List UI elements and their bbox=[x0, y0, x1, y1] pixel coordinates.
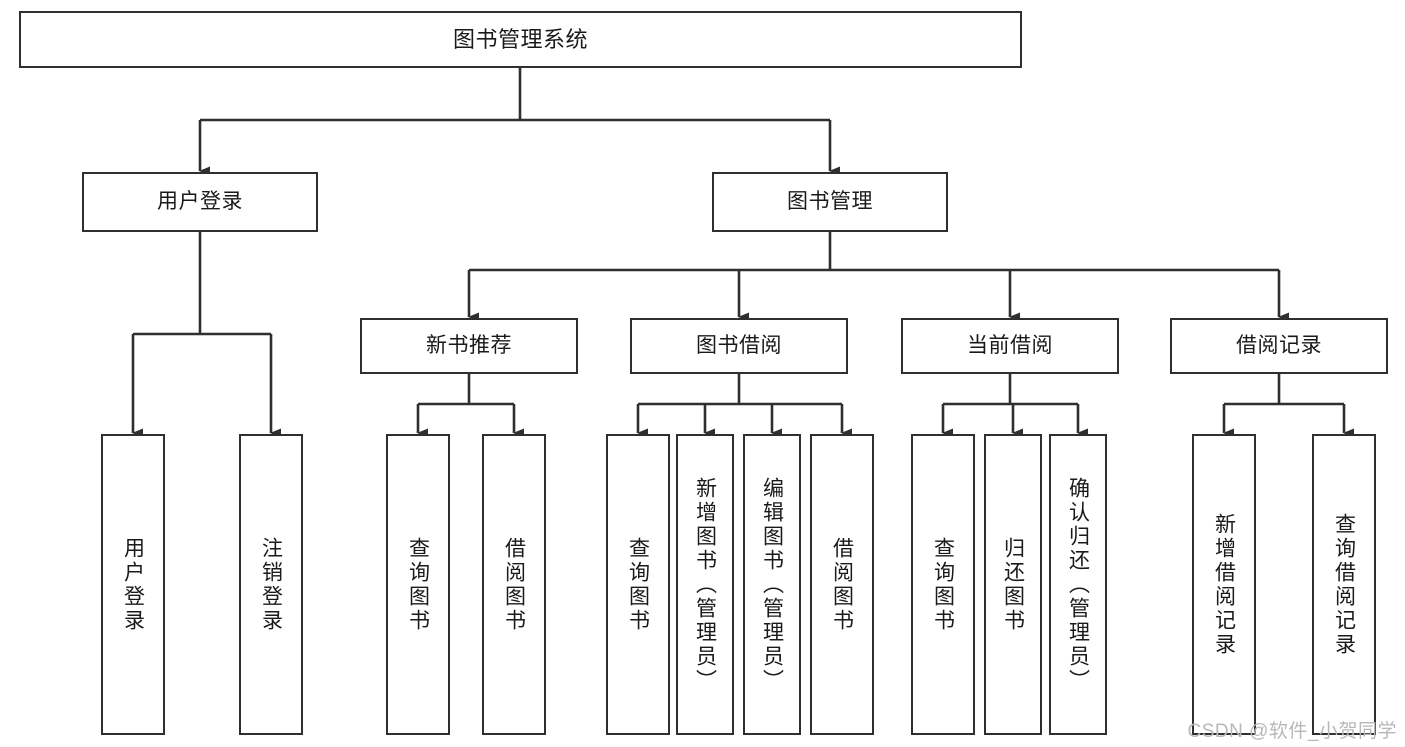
node-label-leaf-borrow-book-1: 借阅图书 bbox=[502, 536, 526, 633]
node-borrow-record: 借阅记录 bbox=[1170, 318, 1388, 374]
node-leaf-query-record: 查询借阅记录 bbox=[1312, 434, 1376, 735]
node-label-leaf-user-login: 用户登录 bbox=[121, 536, 145, 633]
node-leaf-query-book-1: 查询图书 bbox=[386, 434, 450, 735]
node-leaf-confirm-return: 确认归还（管理员） bbox=[1049, 434, 1107, 735]
node-leaf-borrow-book-1: 借阅图书 bbox=[482, 434, 546, 735]
node-label-leaf-borrow-book-2: 借阅图书 bbox=[830, 536, 854, 633]
node-book-borrow: 图书借阅 bbox=[630, 318, 848, 374]
node-label-leaf-add-book: 新增图书（管理员） bbox=[693, 476, 717, 693]
node-label-borrow-record: 借阅记录 bbox=[1236, 333, 1322, 357]
node-label-root: 图书管理系统 bbox=[452, 26, 588, 52]
node-current-borrow: 当前借阅 bbox=[901, 318, 1119, 374]
node-label-leaf-edit-book: 编辑图书（管理员） bbox=[760, 476, 784, 693]
node-leaf-return-book: 归还图书 bbox=[984, 434, 1042, 735]
node-label-book-borrow: 图书借阅 bbox=[696, 333, 782, 357]
node-leaf-add-record: 新增借阅记录 bbox=[1192, 434, 1256, 735]
node-leaf-user-login: 用户登录 bbox=[101, 434, 165, 735]
node-label-leaf-user-logout: 注销登录 bbox=[259, 536, 283, 633]
node-label-book-manage: 图书管理 bbox=[787, 189, 873, 213]
node-label-leaf-return-book: 归还图书 bbox=[1001, 536, 1025, 633]
node-leaf-query-book-2: 查询图书 bbox=[606, 434, 670, 735]
node-leaf-borrow-book-2: 借阅图书 bbox=[810, 434, 874, 735]
node-leaf-user-logout: 注销登录 bbox=[239, 434, 303, 735]
node-leaf-query-book-3: 查询图书 bbox=[911, 434, 975, 735]
node-label-current-borrow: 当前借阅 bbox=[967, 333, 1053, 357]
node-label-leaf-confirm-return: 确认归还（管理员） bbox=[1066, 476, 1090, 693]
node-label-leaf-add-record: 新增借阅记录 bbox=[1212, 512, 1236, 657]
node-label-leaf-query-book-2: 查询图书 bbox=[626, 536, 650, 633]
node-label-user-login: 用户登录 bbox=[157, 189, 243, 213]
node-new-book-recommend: 新书推荐 bbox=[360, 318, 578, 374]
node-label-new-book-recommend: 新书推荐 bbox=[426, 333, 512, 357]
node-leaf-edit-book: 编辑图书（管理员） bbox=[743, 434, 801, 735]
node-label-leaf-query-book-1: 查询图书 bbox=[406, 536, 430, 633]
node-book-manage: 图书管理 bbox=[712, 172, 948, 232]
node-label-leaf-query-book-3: 查询图书 bbox=[931, 536, 955, 633]
node-leaf-add-book: 新增图书（管理员） bbox=[676, 434, 734, 735]
node-root: 图书管理系统 bbox=[19, 11, 1022, 68]
node-user-login: 用户登录 bbox=[82, 172, 318, 232]
node-label-leaf-query-record: 查询借阅记录 bbox=[1332, 512, 1356, 657]
